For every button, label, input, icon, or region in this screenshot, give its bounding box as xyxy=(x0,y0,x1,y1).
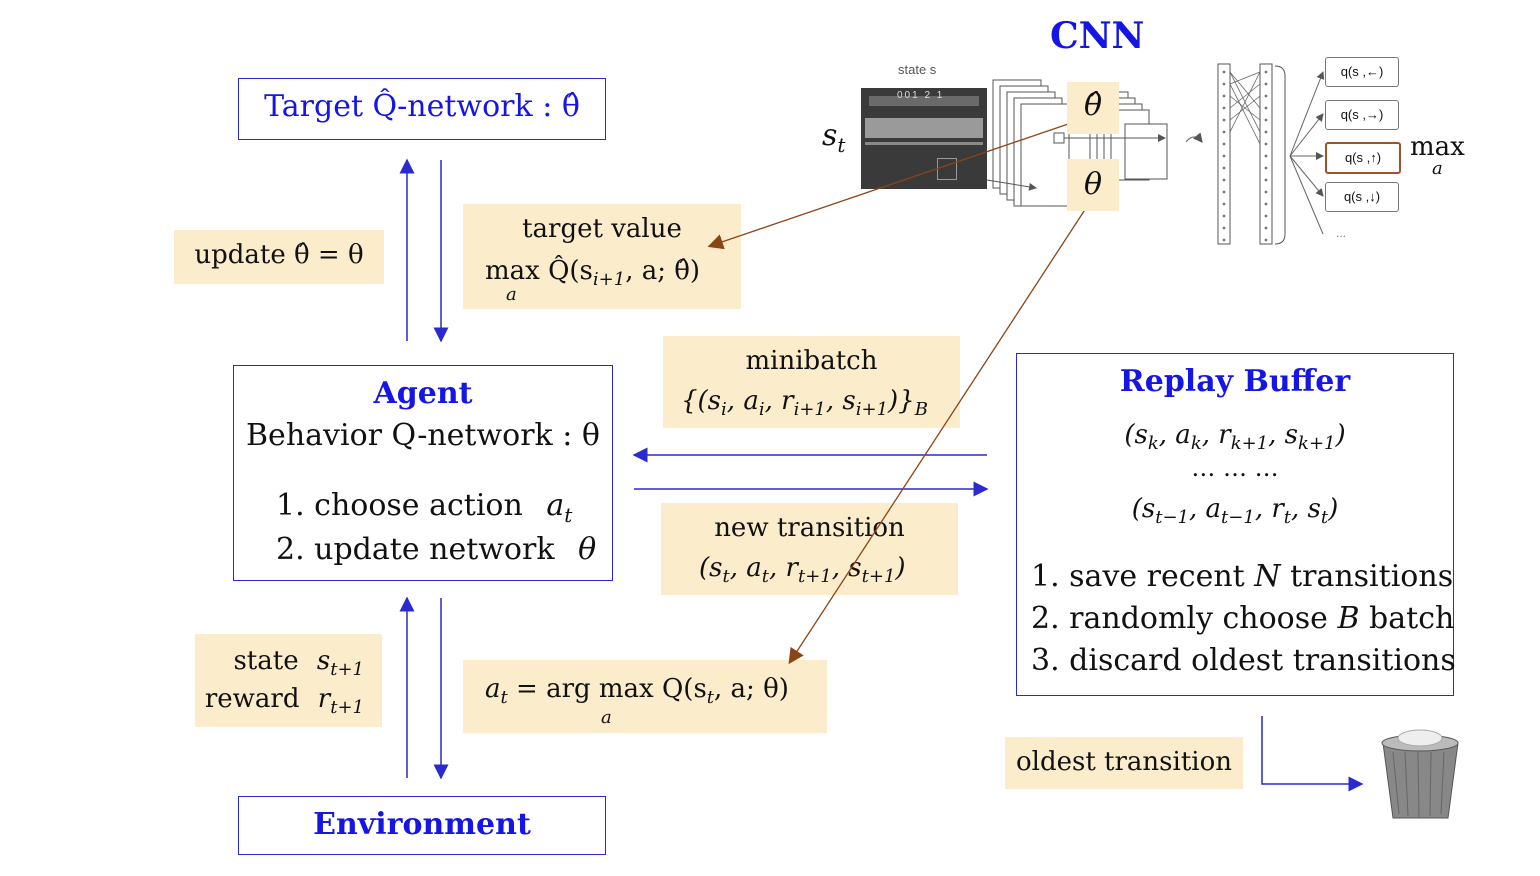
replay-item-2-text: 2. randomly choose xyxy=(1031,601,1328,636)
environment-title: Environment xyxy=(313,807,531,842)
theta-hat-label: θ̂ xyxy=(1067,82,1119,134)
max-label: max xyxy=(1410,132,1465,162)
target-value-line1: target value xyxy=(522,214,682,244)
theta-arrow xyxy=(788,204,1089,665)
st-sub: t xyxy=(837,133,846,157)
replay-item-1-var: N xyxy=(1254,559,1281,594)
target-value-formula: max Q̂(si+1, a; θ̂) xyxy=(485,256,700,290)
target-value-max: max Q̂(s xyxy=(485,256,593,286)
replay-item-3: 3. discard oldest transitions xyxy=(1031,643,1456,678)
minibatch-note: minibatch {(si, ai, ri+1, si+1)}B xyxy=(663,336,960,428)
target-value-tail: , a; θ̂) xyxy=(625,256,701,286)
action-tail: , a; θ) xyxy=(714,674,789,704)
replay-item-2-var: B xyxy=(1337,601,1360,636)
update-note: update θ̂ = θ xyxy=(174,230,384,284)
action-s-sub: t xyxy=(706,687,715,709)
fc-connections xyxy=(1229,71,1261,145)
agent-box: Agent Behavior Q-network : θ 1. choose a… xyxy=(233,365,613,581)
buffer-to-trash-arrow xyxy=(1261,716,1364,792)
output-connections xyxy=(1289,71,1325,235)
state-sub: t+1 xyxy=(330,659,364,681)
replay-item-1-text: 1. save recent xyxy=(1031,559,1245,594)
q-output-down: q(s ,↓) xyxy=(1325,182,1399,212)
agent-step-1-sub: t xyxy=(564,503,573,527)
action-lhs-sub: t xyxy=(500,687,508,709)
agent-step-2: 2. update network θ xyxy=(276,532,596,567)
reward-sub: t+1 xyxy=(330,697,364,719)
st-var: s xyxy=(822,118,838,153)
target-value-note: target value max Q̂(si+1, a; θ̂) a xyxy=(463,204,741,309)
update-note-text: update θ̂ = θ xyxy=(194,240,364,270)
agent-step-2-var: θ xyxy=(578,532,597,567)
q-output-left: q(s ,←) xyxy=(1325,57,1399,87)
q-output-up: q(s ,↑) xyxy=(1325,142,1401,174)
fc-nodes xyxy=(1222,70,1268,242)
oldest-transition-note: oldest transition xyxy=(1005,737,1243,789)
replay-item-1: 1. save recent N transitions xyxy=(1031,559,1453,594)
target-network-box: Target Q̂-network : θ̂ xyxy=(238,78,606,140)
flow-arrows xyxy=(399,158,1364,792)
replay-tuple-t: (st−1, at−1, rt, st) xyxy=(1131,494,1339,529)
action-lhs: a xyxy=(485,674,501,704)
state-label: state xyxy=(233,646,299,676)
behavior-network-label: Behavior Q-network : θ xyxy=(246,418,600,453)
target-network-label: Target Q̂-network : θ̂ xyxy=(264,89,580,124)
state-reward-note: state st+1 reward rt+1 xyxy=(195,634,382,727)
state-s-label: state s xyxy=(898,62,937,77)
agent-step-1: 1. choose action at xyxy=(276,488,572,527)
fc-layers xyxy=(1217,63,1286,245)
replay-item-1-tail: transitions xyxy=(1290,559,1454,594)
theta-label: θ xyxy=(1067,159,1119,211)
target-value-under: a xyxy=(506,284,517,305)
cnn-curve-arrow xyxy=(1185,132,1203,143)
cnn-title: CNN xyxy=(1050,15,1145,57)
minibatch-label: minibatch xyxy=(745,346,878,376)
replay-buffer-title: Replay Buffer xyxy=(1119,364,1351,399)
agent-title: Agent xyxy=(373,376,473,411)
minibatch-formula: {(si, ai, ri+1, si+1)}B xyxy=(681,386,928,421)
q-output-right: q(s ,→) xyxy=(1325,100,1399,130)
environment-box: Environment xyxy=(238,796,606,855)
trash-can-icon xyxy=(1381,729,1459,819)
new-transition-label: new transition xyxy=(714,513,905,543)
oldest-transition-text: oldest transition xyxy=(1016,747,1232,777)
action-eq: = arg max Q(s xyxy=(507,674,707,704)
action-under: a xyxy=(601,707,612,728)
action-formula: at = arg max Q(st, a; θ) xyxy=(485,674,789,708)
agent-step-2-text: 2. update network xyxy=(276,532,555,567)
agent-step-1-text: 1. choose action xyxy=(276,488,523,523)
theta-hat-arrow xyxy=(707,119,1081,250)
new-transition-formula: (st, at, rt+1, st+1) xyxy=(699,553,906,588)
cnn-feature-maps xyxy=(986,79,1168,207)
action-note: at = arg max Q(st, a; θ) a xyxy=(463,660,827,733)
replay-buffer-box: Replay Buffer (sk, ak, rk+1, sk+1) … … …… xyxy=(1016,353,1456,696)
reward-var: r xyxy=(317,684,331,714)
game-score: 001 2 1 xyxy=(897,90,945,101)
replay-dots: … … … xyxy=(1191,454,1279,482)
st-label: st xyxy=(822,118,845,157)
replay-item-2-tail: batch xyxy=(1369,601,1455,636)
reward-label: reward xyxy=(204,684,300,714)
reward-line: reward rt+1 xyxy=(205,684,364,718)
replay-tuple-k: (sk, ak, rk+1, sk+1) xyxy=(1124,420,1346,455)
target-value-sub: i+1 xyxy=(592,269,626,291)
replay-item-2: 2. randomly choose B batch xyxy=(1031,601,1454,636)
agent-step-1-var: a xyxy=(546,488,565,523)
state-line: state st+1 xyxy=(233,646,364,680)
max-under: a xyxy=(1432,158,1443,179)
state-var: s xyxy=(316,646,331,676)
game-screen: 001 2 1 xyxy=(861,88,987,189)
new-transition-note: new transition (st, at, rt+1, st+1) xyxy=(661,503,958,595)
q-output-more: ... xyxy=(1336,226,1347,240)
